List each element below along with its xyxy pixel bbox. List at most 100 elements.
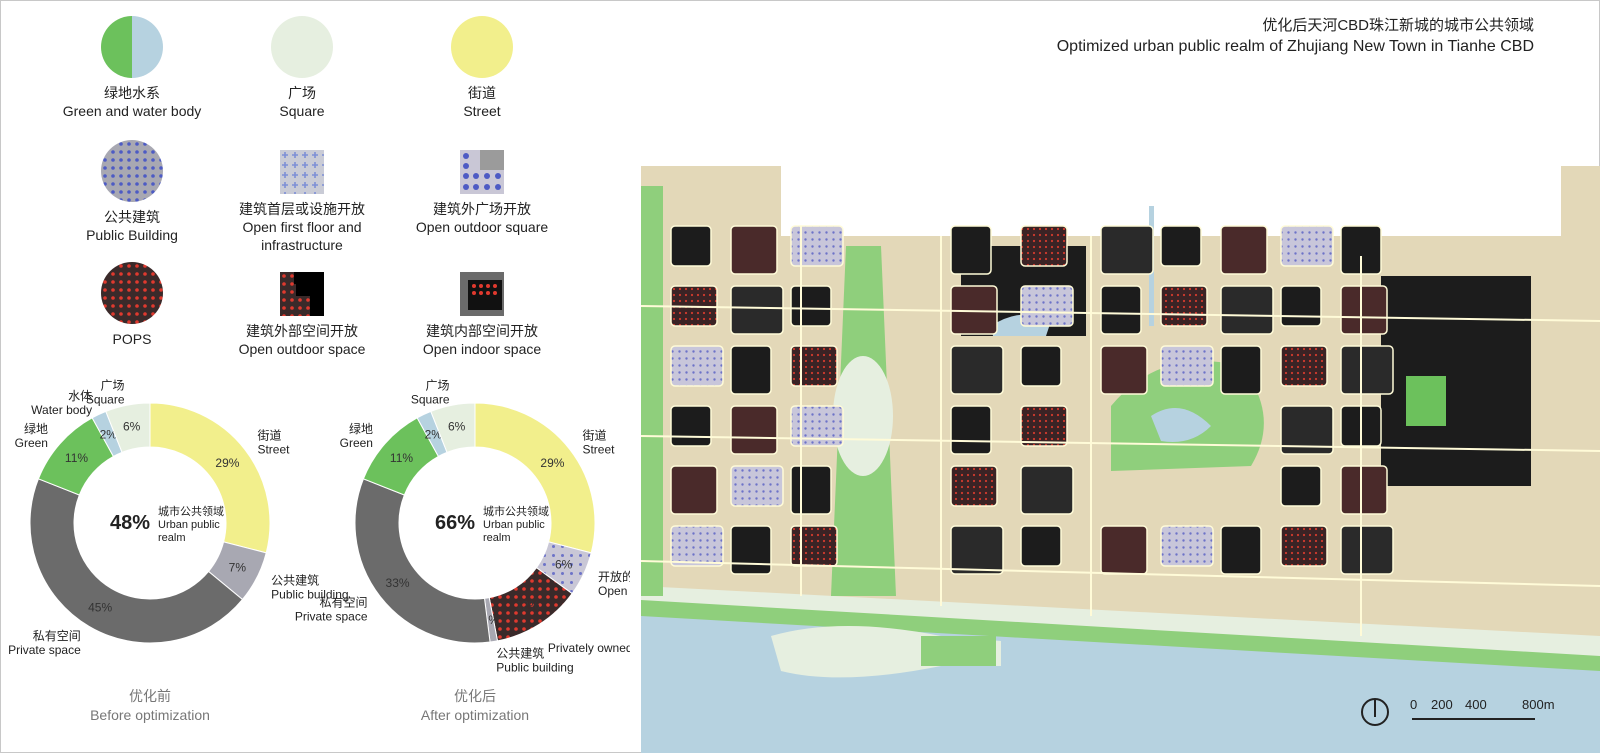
slice-value-label: 11%: [65, 451, 88, 465]
building-block: [950, 345, 1004, 395]
donut-slice: [105, 402, 151, 453]
building-block: [950, 225, 992, 275]
legend-label-cn: 建筑外部空间开放: [246, 323, 358, 339]
caption-before: 优化前 Before optimization: [50, 687, 250, 725]
building-block: [1280, 345, 1328, 387]
map-svg: [641, 166, 1600, 753]
slice-value-label: 11%: [390, 451, 413, 465]
caption-before-en: Before optimization: [90, 707, 210, 723]
building-block: [1280, 285, 1322, 327]
slice-value-label: 45%: [88, 600, 112, 614]
building-block: [730, 345, 772, 395]
building-block: [730, 285, 784, 335]
building-block: [1280, 225, 1334, 267]
pops-circle-icon: [101, 262, 163, 324]
legend-label-cn: 街道: [468, 85, 496, 101]
caption-before-cn: 优化前: [129, 688, 171, 704]
caption-after-en: After optimization: [420, 707, 530, 723]
building-block: [1280, 465, 1322, 507]
building-block: [670, 345, 724, 387]
building-block: [1220, 225, 1268, 275]
figure-title-en: Optimized urban public realm of Zhujiang…: [1056, 38, 1534, 55]
legend-street: 街道 Street: [392, 16, 572, 120]
legend-square: 广场 Square: [212, 16, 392, 120]
open-outdoor-space-square-icon: [280, 272, 324, 316]
building-block: [730, 525, 772, 575]
building-block: [1020, 465, 1074, 515]
road-lines: [641, 226, 1600, 636]
building-block: [1100, 225, 1154, 275]
building-block: [790, 225, 844, 267]
building-block: [1160, 345, 1214, 387]
legend-pops: POPS: [42, 262, 222, 348]
building-block: [1100, 525, 1148, 575]
donut-slice: [29, 478, 244, 644]
building-block: [790, 405, 844, 447]
slice-value-label: 7%: [229, 560, 247, 574]
scale-800m: 800m: [1522, 697, 1555, 712]
building-block: [1220, 345, 1262, 395]
building-block: [1020, 525, 1062, 567]
building-block: [1340, 345, 1394, 395]
stadium-field: [1406, 376, 1446, 426]
slice-value-label: 6%: [123, 420, 141, 434]
building-block: [1020, 225, 1068, 267]
building-block: [1340, 525, 1394, 575]
legend-label-cn: 绿地水系: [104, 85, 160, 101]
building-block: [790, 285, 832, 327]
legend-label-en: Square: [279, 103, 325, 119]
building-block: [730, 405, 778, 455]
park-lake: [1151, 408, 1211, 442]
building-block: [1220, 285, 1274, 335]
figure-title-cn: 优化后天河CBD珠江新城的城市公共领域: [1262, 17, 1534, 34]
street-circle-icon: [451, 16, 513, 78]
legend-label-en: Street: [463, 103, 501, 119]
axis-plaza: [833, 356, 893, 476]
riverside-square: [641, 586, 1600, 656]
north-arrow-icon: [1361, 698, 1389, 726]
legend-label-en: Open outdoor square: [415, 219, 549, 235]
legend-public-building: 公共建筑 Public Building: [42, 140, 222, 244]
donut-center-value: 66%: [435, 512, 475, 534]
slice-value-label: 6%: [448, 420, 466, 434]
legend-green-water: 绿地水系 Green and water body: [42, 16, 222, 120]
map-white-top: [781, 166, 1561, 236]
legend-label-en: Green and water body: [62, 103, 202, 119]
legend-label-en: Open outdoor space: [238, 341, 366, 357]
stadium-block: [1381, 276, 1531, 486]
green-water-circle-icon: [101, 16, 163, 78]
slice-name-label: 开放的公共建筑Open public building: [598, 569, 630, 598]
building-block: [670, 465, 718, 515]
open-first-floor-square-icon: [280, 150, 324, 194]
building-block: [1220, 525, 1262, 575]
building-block: [1020, 405, 1068, 447]
slice-value-label: 29%: [215, 456, 239, 470]
scale-400: 400: [1465, 697, 1487, 712]
building-block: [730, 465, 784, 507]
legend-label-cn: 公共建筑: [104, 209, 160, 225]
legend-label-cn: 建筑首层或设施开放: [239, 201, 365, 217]
legend-label-cn: 建筑内部空间开放: [426, 323, 538, 339]
legend-label-en: Open first floor and infrastructure: [242, 219, 362, 253]
building-block: [950, 465, 998, 507]
building-block: [1340, 465, 1388, 515]
slice-value-label: 6%: [555, 558, 573, 572]
square-circle-icon: [271, 16, 333, 78]
slice-value-label: 2%: [425, 427, 443, 441]
building-block: [1160, 225, 1202, 267]
legend-open-first-floor: 建筑首层或设施开放 Open first floor and infrastru…: [212, 150, 392, 254]
donut-center-value: 48%: [110, 512, 150, 534]
scale-bar: [1361, 698, 1535, 726]
west-green-strip: [641, 186, 663, 596]
